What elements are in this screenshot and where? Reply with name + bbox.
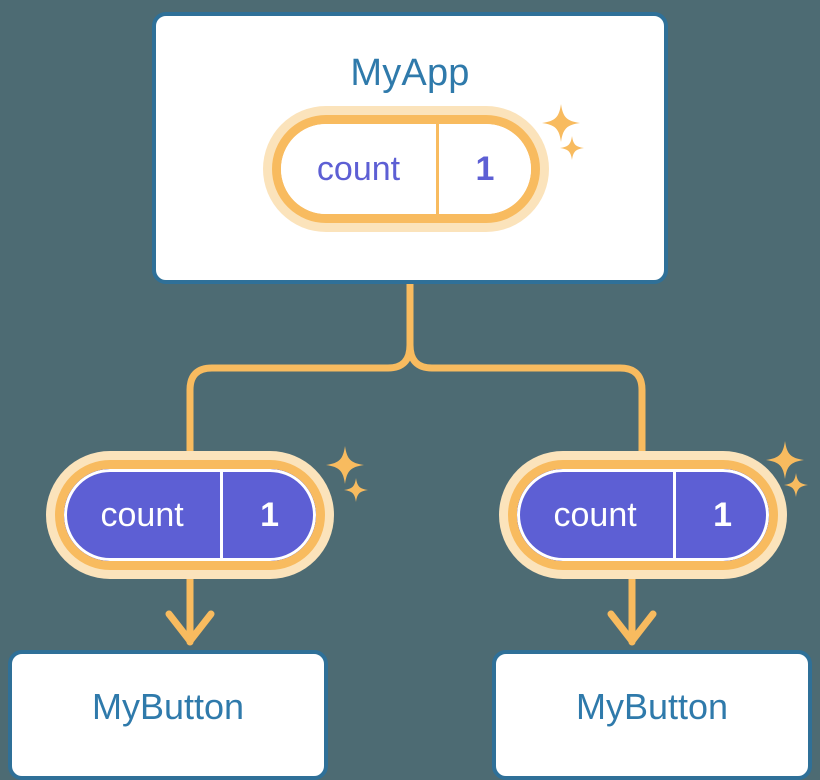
button-card-label-left: MyButton [91, 686, 245, 727]
sparkle-icon-right-small [784, 473, 808, 497]
child-state-key-right: count [517, 469, 674, 561]
child-state-pill-right[interactable]: count 1 [508, 460, 778, 570]
wire-app-to-left-state [186, 280, 414, 466]
child-state-value-right: 1 [673, 469, 769, 561]
child-state-value-left: 1 [220, 469, 316, 561]
app-card-title: MyApp [350, 52, 470, 94]
button-card-left[interactable]: MyButton [8, 650, 328, 780]
arrow-down-icon-right [607, 610, 657, 645]
button-card-label-right: MyButton [575, 686, 729, 727]
button-card-right[interactable]: MyButton [492, 650, 812, 780]
sparkle-icon-left-small [344, 478, 368, 502]
child-state-pill-left[interactable]: count 1 [55, 460, 325, 570]
wire-app-to-right-state [406, 280, 646, 466]
arrow-down-icon-left [165, 610, 215, 645]
app-state-key: count [281, 124, 436, 214]
app-state-pill[interactable]: count 1 [272, 115, 540, 223]
child-state-key-left: count [64, 469, 221, 561]
app-state-value: 1 [436, 124, 531, 214]
sparkle-icon-left-large [326, 446, 364, 484]
